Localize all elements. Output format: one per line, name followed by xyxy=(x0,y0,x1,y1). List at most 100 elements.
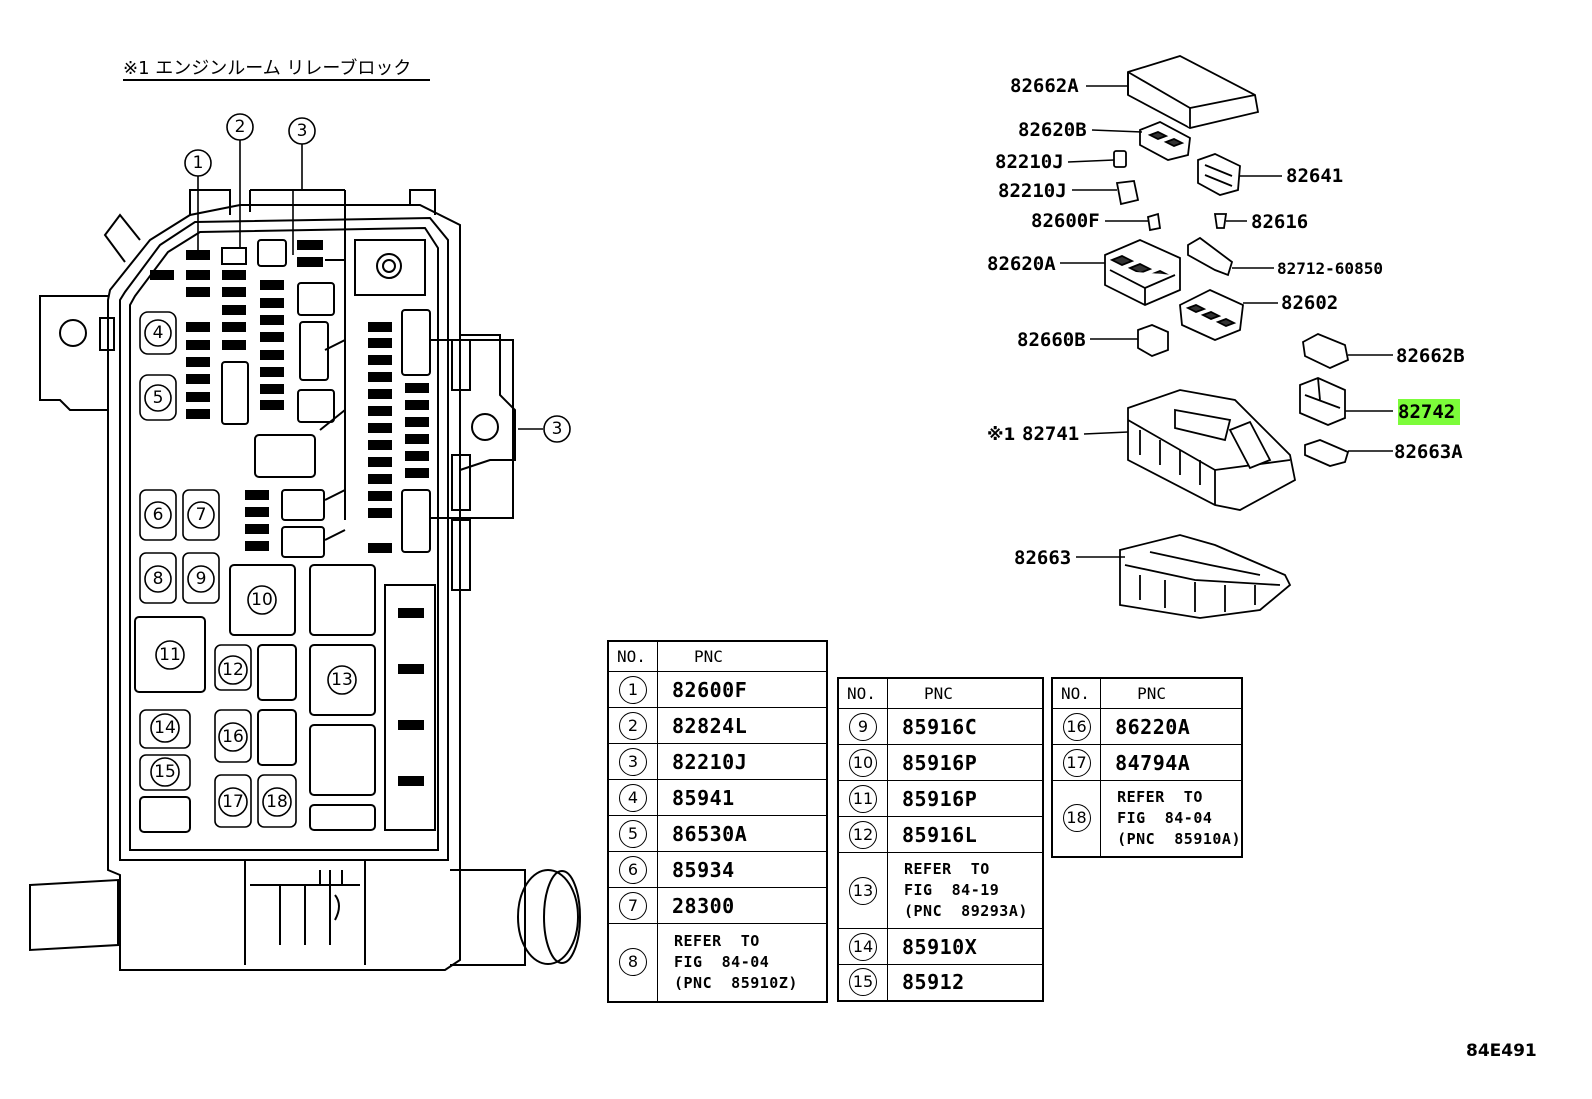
pnc-cell[interactable]: 85916C xyxy=(887,708,1044,745)
part-label-82620B[interactable]: 82620B xyxy=(1018,119,1087,141)
pnc-cell[interactable]: REFER TO FIG 84-04 (PNC 85910Z) xyxy=(657,923,828,1002)
part-label-82641[interactable]: 82641 xyxy=(1286,165,1343,187)
table-row: 11 85916P xyxy=(837,780,1044,817)
callout-circles xyxy=(139,113,571,828)
row-number-badge: 10 xyxy=(849,748,877,777)
part-label-82210J-1[interactable]: 82210J xyxy=(995,151,1064,173)
pnc-cell[interactable]: 82600F xyxy=(657,671,828,708)
row-number-badge: 18 xyxy=(1062,804,1091,833)
row-number-cell: 7 xyxy=(607,887,658,924)
row-number-cell: 3 xyxy=(607,743,658,780)
row-number-cell: 2 xyxy=(607,707,658,744)
callout-4: 4 xyxy=(153,323,164,343)
table-header-no: NO. xyxy=(837,677,888,709)
part-label-82210J-2[interactable]: 82210J xyxy=(998,180,1067,202)
row-number-cell: 15 xyxy=(837,964,888,1001)
table-row: 9 85916C xyxy=(837,708,1044,745)
row-number-badge: 5 xyxy=(619,819,647,848)
pnc-cell[interactable]: 85916P xyxy=(887,780,1044,817)
row-number-cell: 8 xyxy=(607,923,658,1002)
row-number-cell: 11 xyxy=(837,780,888,817)
row-number-badge: 15 xyxy=(849,968,877,997)
table-header-no: NO. xyxy=(1051,677,1102,709)
row-number-badge: 1 xyxy=(619,675,647,704)
part-label-82663A[interactable]: 82663A xyxy=(1394,441,1463,463)
part-label-82662B[interactable]: 82662B xyxy=(1396,345,1465,367)
part-label-82712-60850[interactable]: 82712-60850 xyxy=(1277,259,1383,278)
part-label-82663[interactable]: 82663 xyxy=(1014,547,1071,569)
row-number-badge: 6 xyxy=(619,855,647,884)
part-label-82616[interactable]: 82616 xyxy=(1251,211,1308,233)
callout-3-top: 3 xyxy=(297,121,308,141)
pnc-cell[interactable]: 85912 xyxy=(887,964,1044,1001)
table-header-pnc: PNC xyxy=(887,677,1044,709)
table-row: 5 86530A xyxy=(607,815,828,852)
callout-12: 12 xyxy=(222,660,244,680)
row-number-cell: 14 xyxy=(837,928,888,965)
part-labels: 82662A 82620B 82210J 82210J 82600F 82620… xyxy=(987,75,1465,569)
part-label-82741[interactable]: 82741 xyxy=(1022,423,1079,445)
row-number-cell: 12 xyxy=(837,816,888,853)
table-row: 6 85934 xyxy=(607,851,828,888)
callout-18: 18 xyxy=(266,792,288,812)
pnc-cell[interactable]: 82824L xyxy=(657,707,828,744)
pnc-cell[interactable]: 86220A xyxy=(1100,708,1243,745)
callout-13: 13 xyxy=(331,670,353,690)
callout-2: 2 xyxy=(235,117,246,137)
pnc-cell[interactable]: 84794A xyxy=(1100,744,1243,781)
pnc-cell[interactable]: 86530A xyxy=(657,815,828,852)
pnc-cell[interactable]: 85934 xyxy=(657,851,828,888)
part-label-82660B[interactable]: 82660B xyxy=(1017,329,1086,351)
table-row: 15 85912 xyxy=(837,964,1044,1001)
pnc-cell[interactable]: REFER TO FIG 84-04 (PNC 85910A) xyxy=(1100,780,1243,857)
pnc-cell[interactable]: 82210J xyxy=(657,743,828,780)
row-number-badge: 7 xyxy=(619,891,647,920)
callout-1: 1 xyxy=(193,153,204,173)
table-header-pnc: PNC xyxy=(657,640,828,672)
callout-3-right: 3 xyxy=(552,419,563,439)
table-row: 18 REFER TO FIG 84-04 (PNC 85910A) xyxy=(1051,780,1243,857)
callout-leaders xyxy=(197,140,543,430)
part-label-82662A[interactable]: 82662A xyxy=(1010,75,1079,97)
part-label-82620A[interactable]: 82620A xyxy=(987,253,1056,275)
pnc-cell[interactable]: 85916P xyxy=(887,744,1044,781)
part-leaders xyxy=(1060,85,1393,558)
table-row: 14 85910X xyxy=(837,928,1044,965)
table-header-no: NO. xyxy=(607,640,658,672)
fuse-slots xyxy=(150,240,429,786)
callout-10: 10 xyxy=(251,590,273,610)
pnc-cell[interactable]: REFER TO FIG 84-19 (PNC 89293A) xyxy=(887,852,1044,929)
table-row: 1 82600F xyxy=(607,671,828,708)
row-number-badge: 3 xyxy=(619,747,647,776)
row-number-cell: 16 xyxy=(1051,708,1102,745)
pnc-cell[interactable]: 28300 xyxy=(657,887,828,924)
row-number-badge: 14 xyxy=(849,932,877,961)
callout-17: 17 xyxy=(222,792,244,812)
row-number-cell: 13 xyxy=(837,852,888,929)
callout-16: 16 xyxy=(222,727,244,747)
pnc-cell[interactable]: 85916L xyxy=(887,816,1044,853)
part-label-82741-prefix: ※1 xyxy=(987,425,1015,445)
row-number-badge: 11 xyxy=(849,784,877,813)
row-number-cell: 6 xyxy=(607,851,658,888)
pnc-cell[interactable]: 85910X xyxy=(887,928,1044,965)
callout-5: 5 xyxy=(153,388,164,408)
part-label-82602[interactable]: 82602 xyxy=(1281,292,1338,314)
callout-7: 7 xyxy=(196,505,207,525)
row-number-cell: 9 xyxy=(837,708,888,745)
part-label-82742[interactable]: 82742 xyxy=(1398,401,1455,423)
row-number-badge: 9 xyxy=(849,712,877,741)
diagram-reference-code: 84E491 xyxy=(1466,1041,1537,1061)
row-number-cell: 17 xyxy=(1051,744,1102,781)
row-number-badge: 4 xyxy=(619,783,647,812)
part-label-82600F[interactable]: 82600F xyxy=(1031,210,1100,232)
callout-15: 15 xyxy=(154,762,176,782)
pnc-cell[interactable]: 85941 xyxy=(657,779,828,816)
